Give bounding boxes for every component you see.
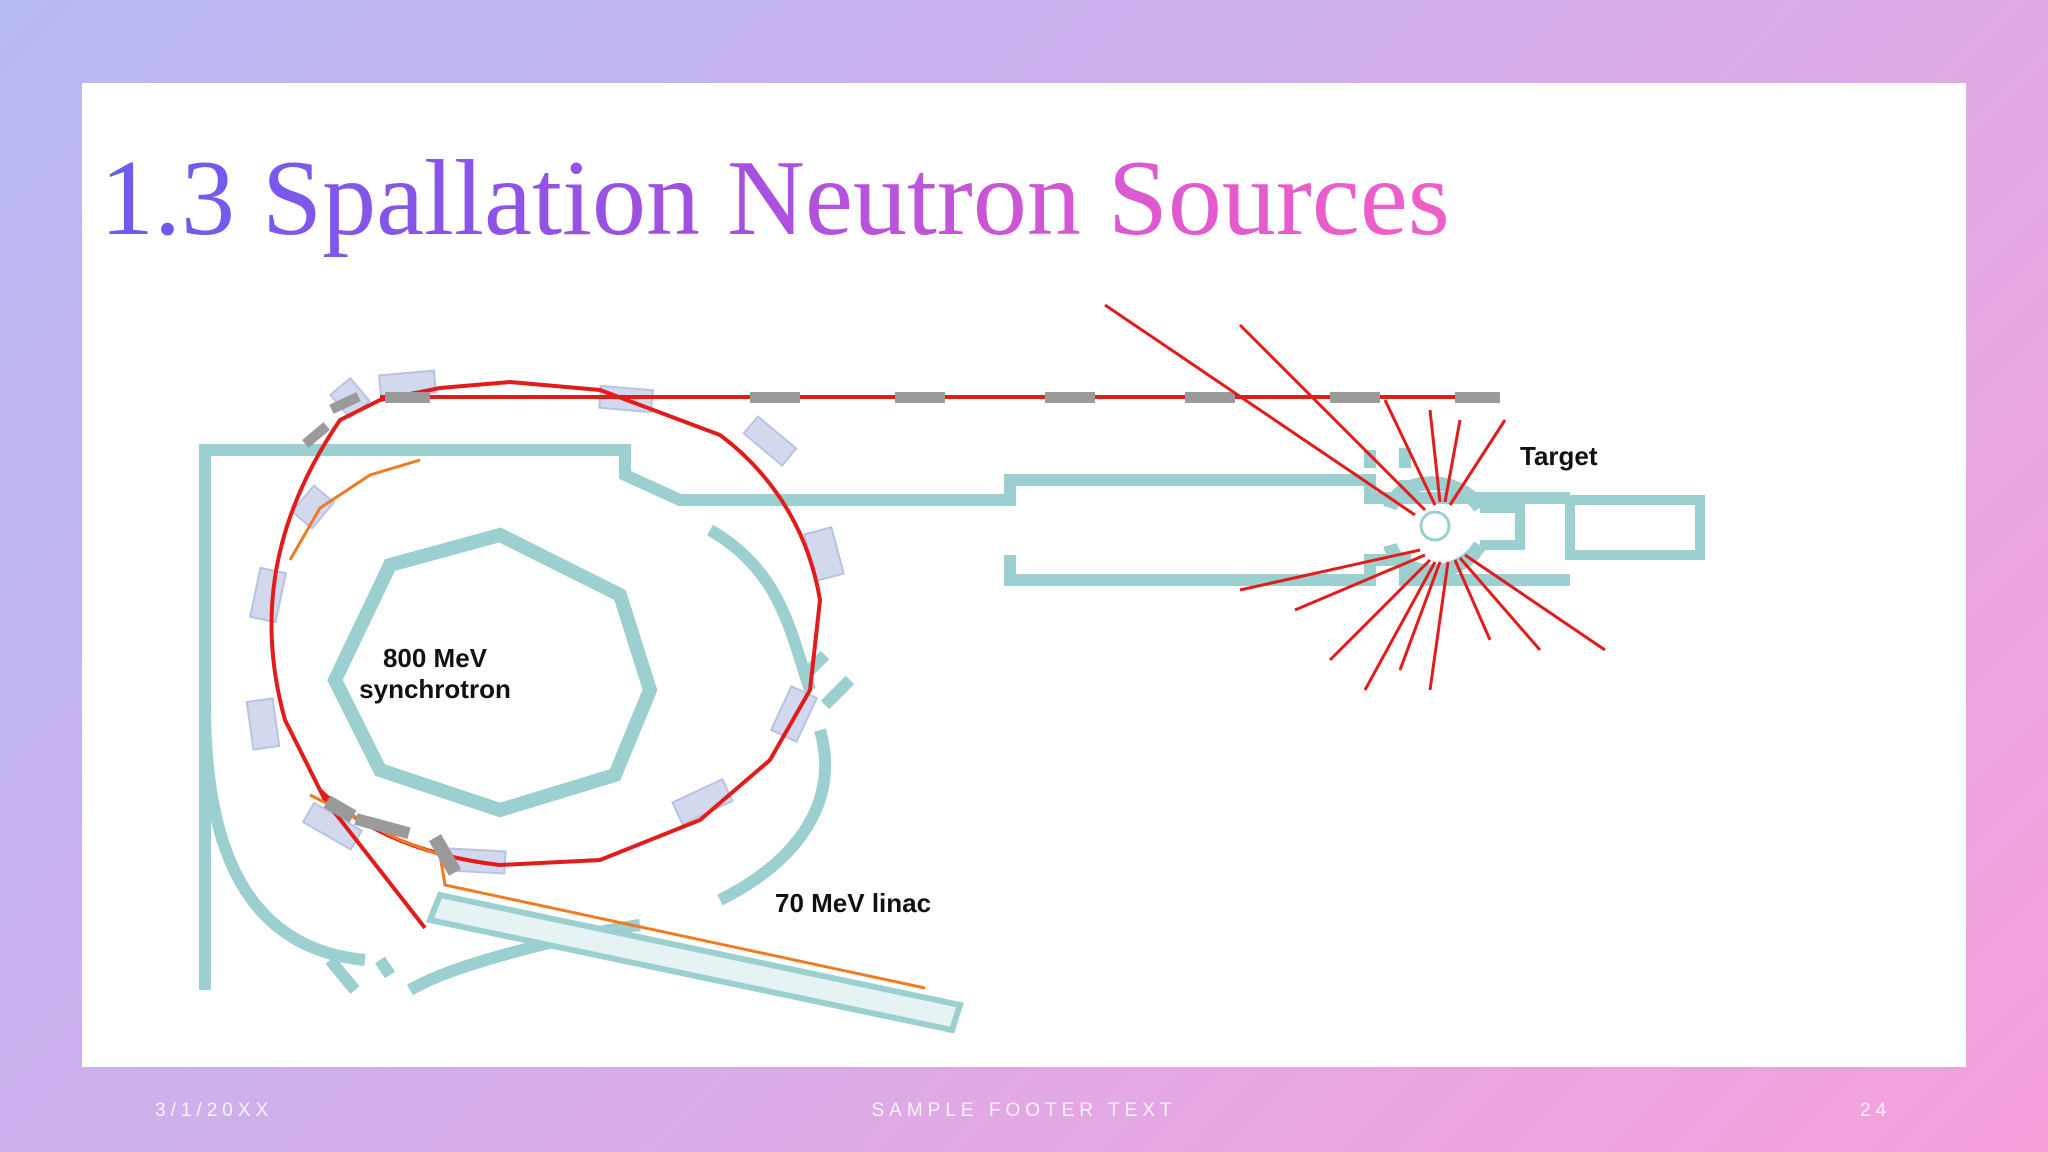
target-label: Target xyxy=(1520,441,1598,471)
magnet xyxy=(245,697,281,751)
ring-wall-bottom xyxy=(406,919,641,996)
beamline-element xyxy=(323,795,357,823)
neutron-ray xyxy=(1294,553,1426,612)
beamline-element xyxy=(1045,392,1095,403)
beamline-elements xyxy=(302,392,1500,876)
page-number: 24 xyxy=(1860,1100,1892,1121)
ring-wall-lower-right xyxy=(717,728,832,906)
synchrotron-label-line1: 800 MeV xyxy=(383,643,488,673)
outer-wall xyxy=(199,444,1570,990)
outer-curve-stub xyxy=(325,956,360,994)
beamline-element xyxy=(1330,392,1380,403)
neutron-ray xyxy=(1464,553,1606,652)
target-core xyxy=(1419,510,1451,542)
diagram-svg: 800 MeV synchrotron 70 MeV linac Target xyxy=(199,303,1705,1034)
linac-tube xyxy=(425,891,964,1034)
beamline-element xyxy=(1185,392,1235,403)
neutron-ray xyxy=(1443,419,1462,503)
footer-date: 3/1/20XX xyxy=(155,1100,274,1121)
beamline-element xyxy=(354,813,411,840)
injection-beam-upper xyxy=(288,458,421,561)
neutron-ray xyxy=(1428,409,1442,503)
magnet xyxy=(290,484,336,530)
target-ring-upper xyxy=(1383,476,1486,513)
ring-wall-upper-right xyxy=(707,524,816,692)
slide-title: 1.3 Spallation Neutron Sources xyxy=(100,139,1450,258)
neutron-ray xyxy=(1328,558,1432,662)
neutron-ray xyxy=(1239,548,1421,592)
target-connector xyxy=(1480,503,1525,550)
outer-curve-lower xyxy=(199,704,366,966)
beamline-element xyxy=(1455,392,1500,403)
spallation-source-diagram: 800 MeV synchrotron 70 MeV linac Target xyxy=(80,270,1968,1060)
beamline-element xyxy=(329,392,361,414)
magnet xyxy=(248,566,288,624)
target-station-block xyxy=(1565,495,1705,560)
magnet xyxy=(742,415,798,467)
beamline-element xyxy=(302,422,330,448)
neutron-ray xyxy=(1104,303,1416,517)
neutron-ray xyxy=(1458,557,1542,651)
linac-label: 70 MeV linac xyxy=(775,888,931,918)
neutron-ray xyxy=(1428,561,1450,691)
neutron-ray xyxy=(1363,561,1437,691)
linac xyxy=(425,891,964,1034)
neutron-ray xyxy=(1398,561,1442,671)
neutron-ray xyxy=(1453,559,1492,641)
beamline-element xyxy=(428,834,462,876)
beamline-element xyxy=(750,392,800,403)
synchrotron-inner-hexagon xyxy=(327,527,658,818)
synchrotron-label-line2: synchrotron xyxy=(359,674,511,704)
ring-wall-stub xyxy=(820,675,855,710)
ring-wall-stub xyxy=(375,956,395,979)
shielding-walls xyxy=(199,444,1705,996)
neutron-ray xyxy=(1238,323,1427,512)
neutron-rays xyxy=(1104,303,1606,691)
neutron-ray xyxy=(1383,399,1437,506)
footer-text: SAMPLE FOOTER TEXT xyxy=(871,1100,1177,1121)
beamline-element xyxy=(385,392,430,403)
beamline-element xyxy=(895,392,945,403)
neutron-ray xyxy=(1448,419,1507,506)
